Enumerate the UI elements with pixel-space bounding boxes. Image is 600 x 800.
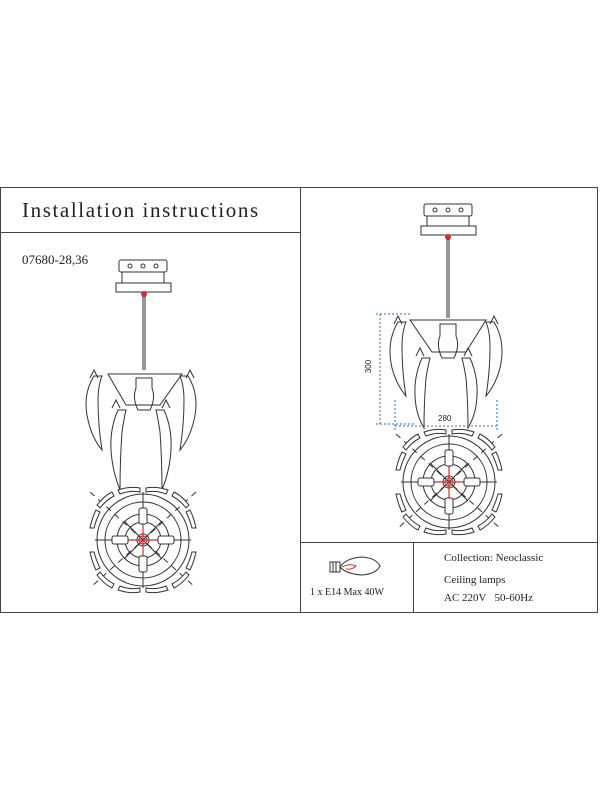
instruction-sheet bbox=[0, 187, 598, 613]
model-number: 07680-28,36 bbox=[22, 252, 89, 267]
bulb-spec: 1 x E14 Max 40W bbox=[310, 587, 384, 598]
power-text: AC 220V 50-60Hz bbox=[444, 592, 534, 604]
collection-text: Collection: Neoclassic bbox=[444, 552, 544, 564]
title-box bbox=[0, 187, 301, 233]
page-title: Installation instructions bbox=[22, 198, 260, 222]
center-divider bbox=[300, 187, 301, 613]
category-text: Ceiling lamps bbox=[444, 574, 506, 586]
dimension-width-label: 280 bbox=[438, 414, 452, 423]
info-box bbox=[300, 542, 598, 613]
info-divider bbox=[413, 542, 414, 613]
